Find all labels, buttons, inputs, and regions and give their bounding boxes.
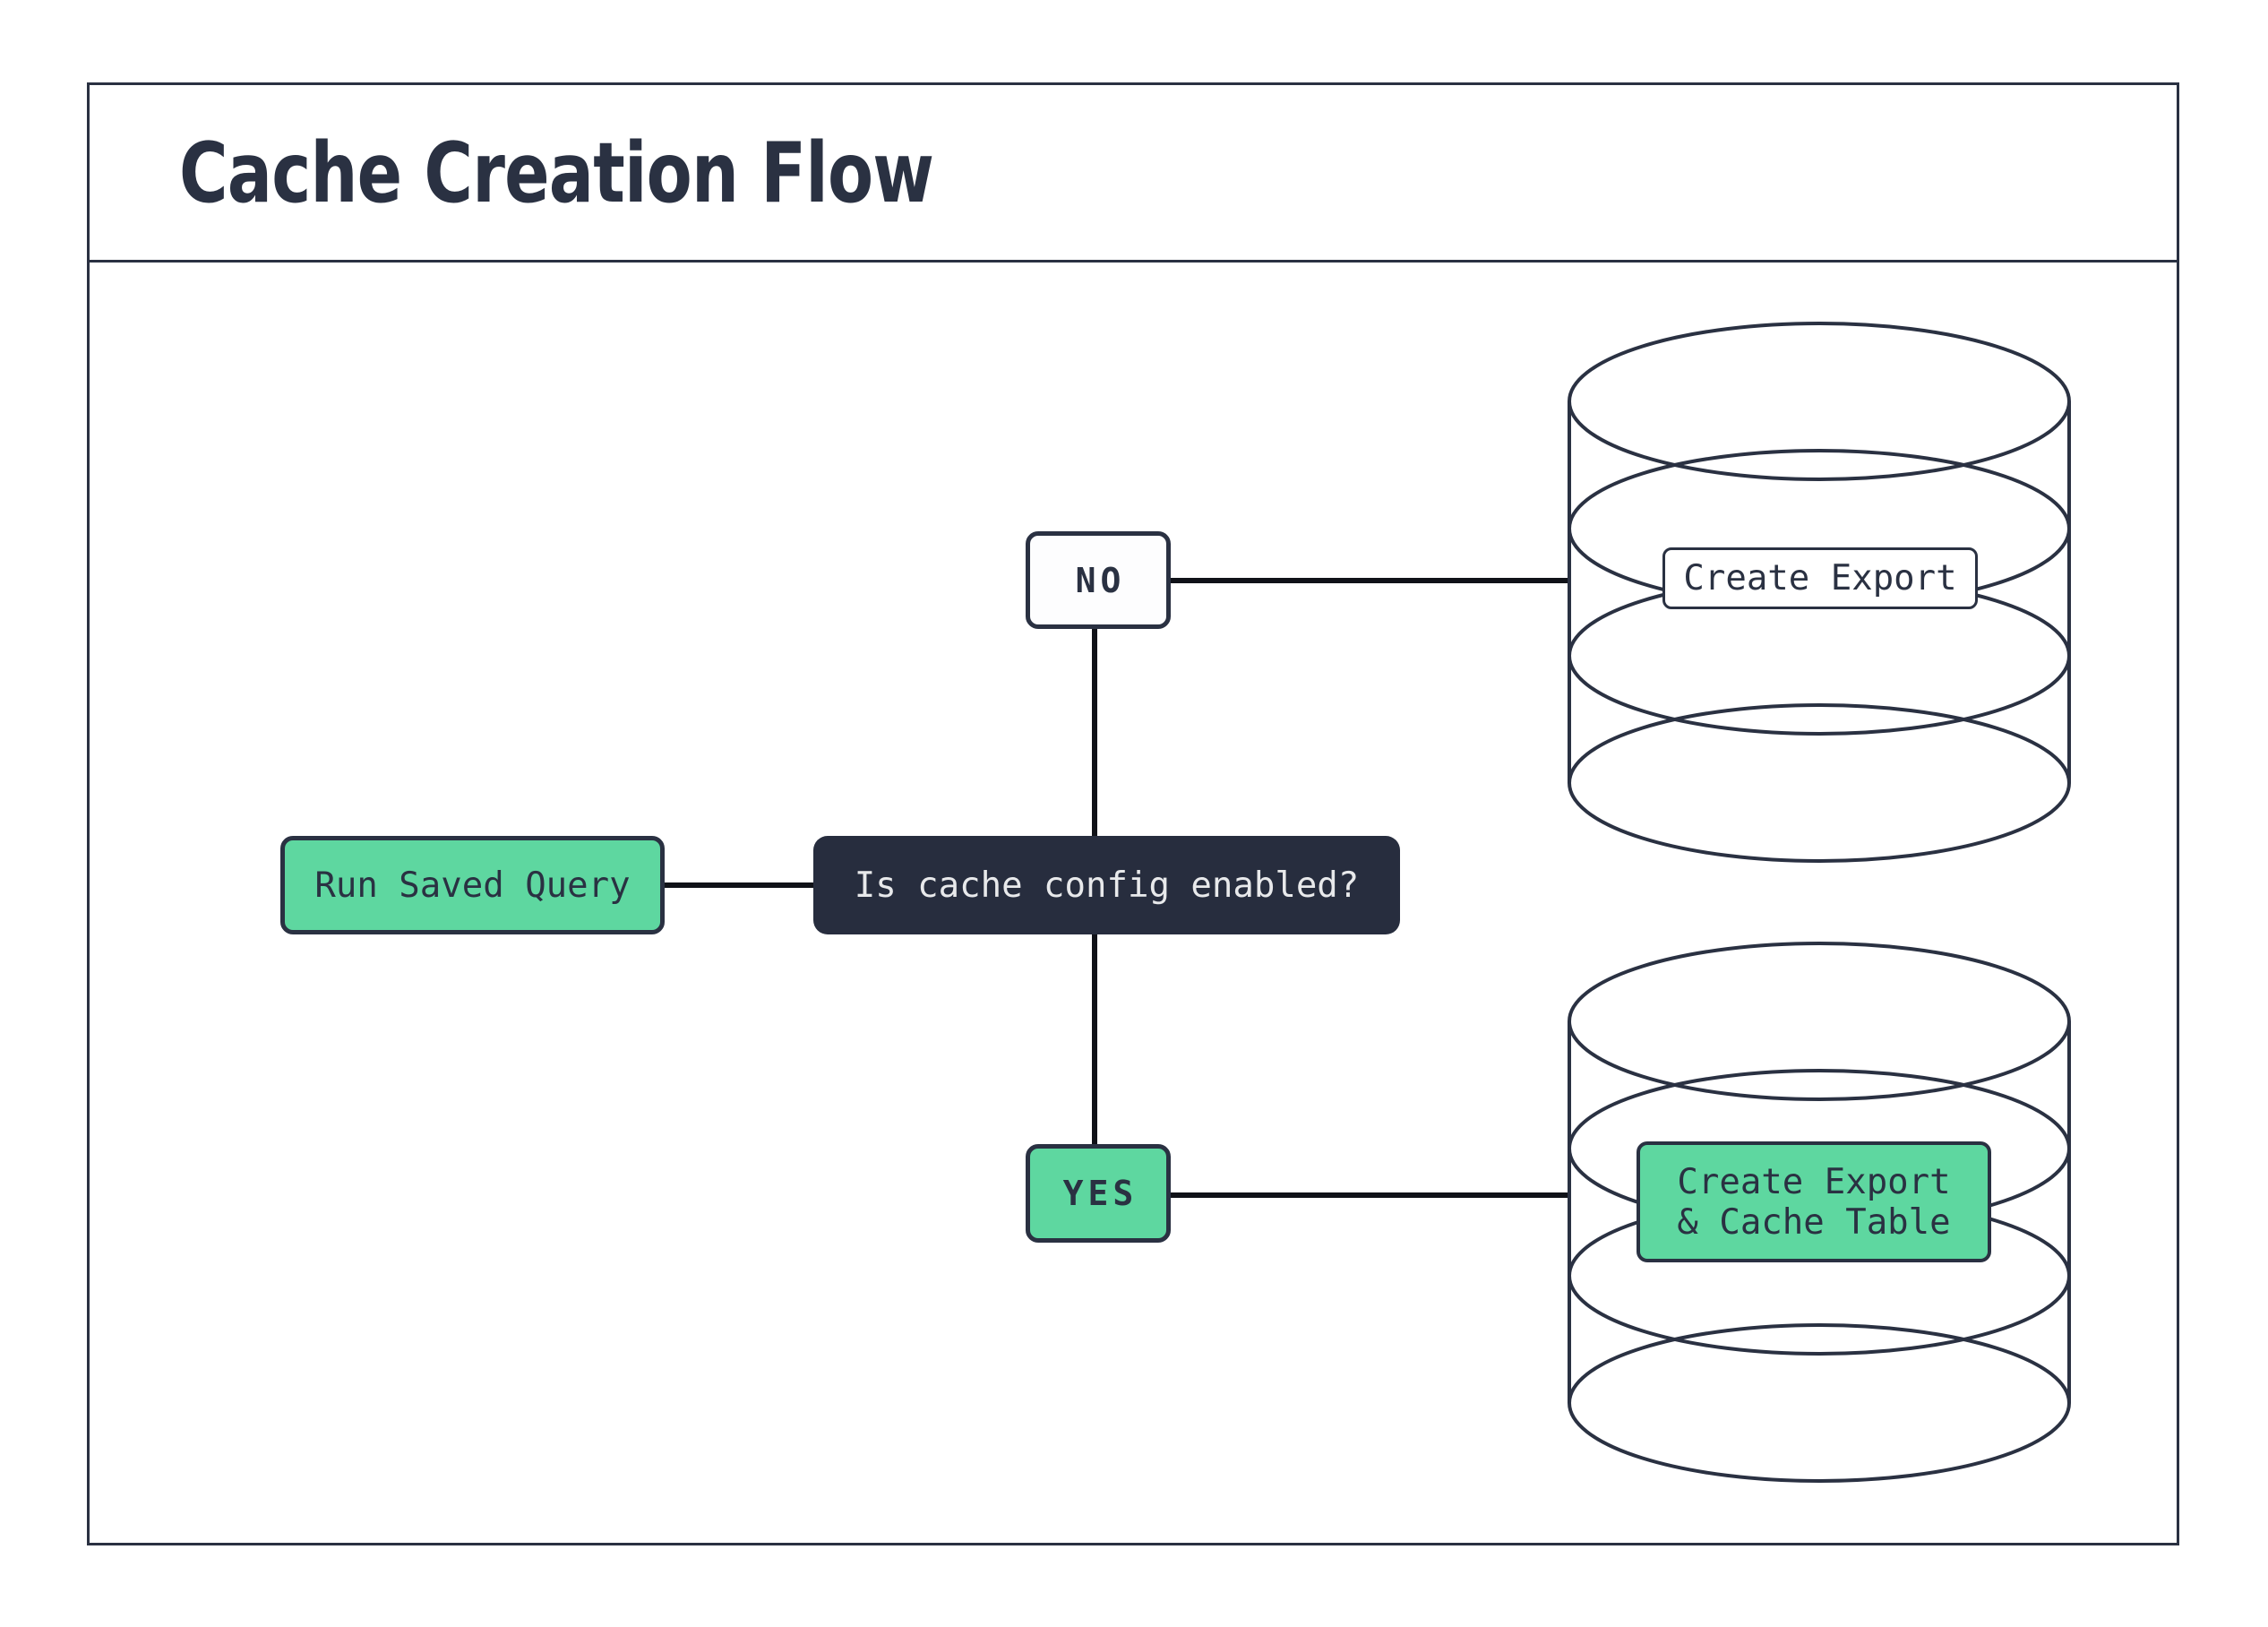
node-cache-config-decision-label: Is cache config enabled?: [854, 865, 1360, 906]
label-create-export-cache-table: Create Export & Cache Table: [1637, 1141, 1991, 1262]
diagram-frame: Cache Creation Flow: [87, 82, 2179, 1545]
node-cache-config-decision: Is cache config enabled?: [813, 836, 1400, 934]
node-branch-yes: YES: [1026, 1144, 1171, 1243]
node-run-saved-query: Run Saved Query: [280, 836, 665, 934]
node-run-saved-query-label: Run Saved Query: [314, 865, 631, 906]
label-create-export-cache-line2: & Cache Table: [1677, 1201, 1951, 1243]
page-title: Cache Creation Flow: [179, 124, 934, 221]
label-create-export: Create Export: [1662, 547, 1978, 609]
node-branch-no: NO: [1026, 531, 1171, 629]
node-branch-yes-label: YES: [1062, 1174, 1138, 1213]
diagram-header: Cache Creation Flow: [90, 85, 2177, 263]
connectors: [665, 578, 1569, 1198]
node-branch-no-label: NO: [1075, 560, 1126, 600]
database-cylinder-export-cache: [1568, 942, 2071, 1483]
label-create-export-cache-line1: Create Export: [1677, 1161, 1951, 1202]
label-create-export-text: Create Export: [1683, 558, 1957, 598]
database-cylinder-export: [1568, 322, 2071, 863]
